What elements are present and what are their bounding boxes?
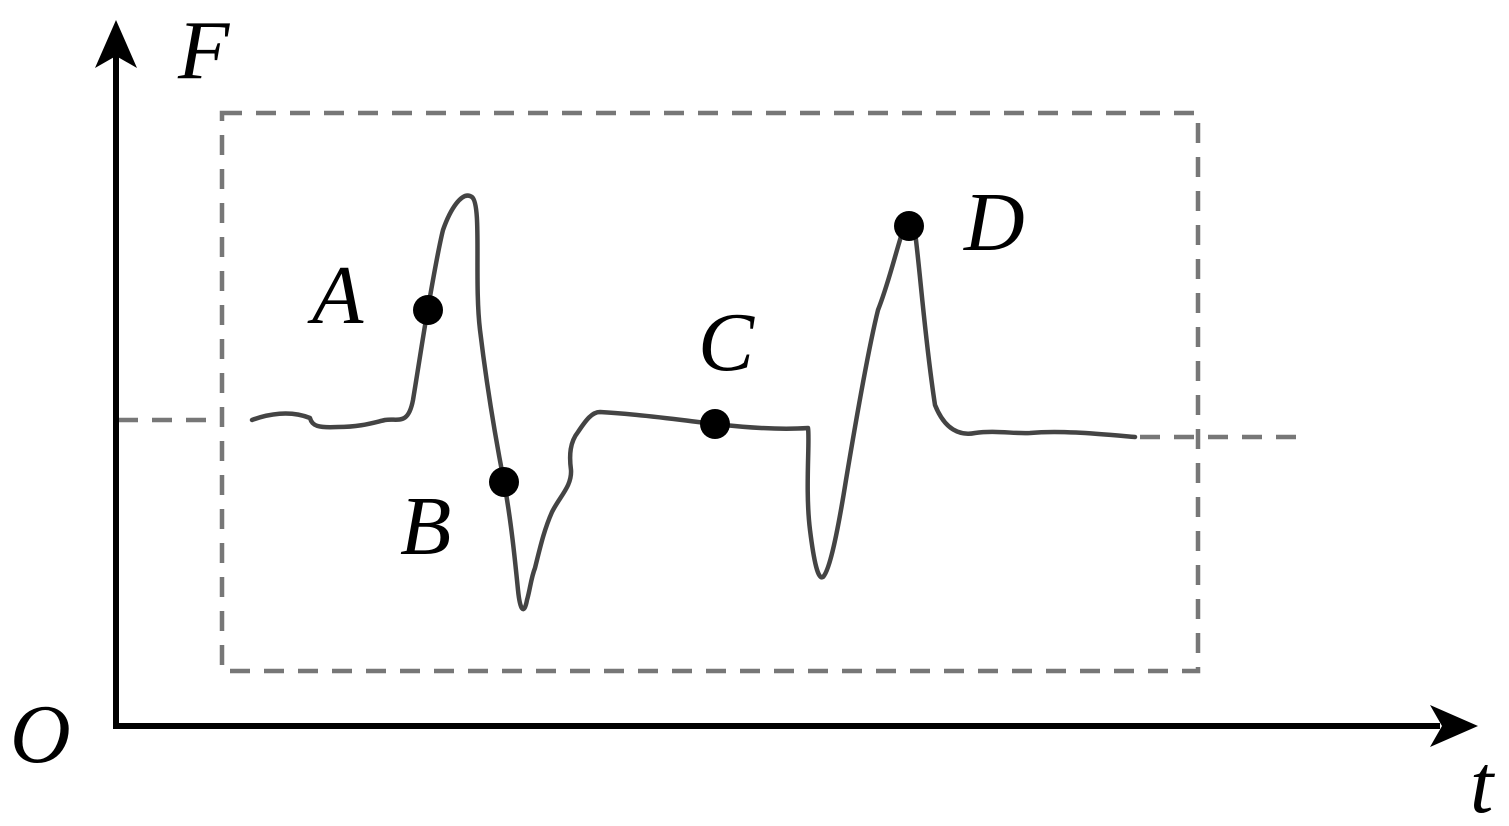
y-axis-arrowhead	[95, 20, 137, 68]
dashed-frame	[219, 110, 1201, 674]
x-axis-label: t	[1470, 738, 1496, 826]
origin-label: O	[10, 688, 71, 781]
point-d-marker	[894, 211, 924, 241]
point-b-marker	[489, 467, 519, 497]
point-c-marker	[700, 409, 730, 439]
point-a-label: A	[307, 249, 364, 342]
point-a-marker	[413, 295, 443, 325]
point-c-label: C	[698, 296, 755, 389]
x-axis-arrowhead	[1430, 705, 1478, 747]
point-b-label: B	[400, 480, 451, 573]
y-axis-label: F	[177, 4, 231, 97]
point-d-label: D	[963, 176, 1025, 269]
